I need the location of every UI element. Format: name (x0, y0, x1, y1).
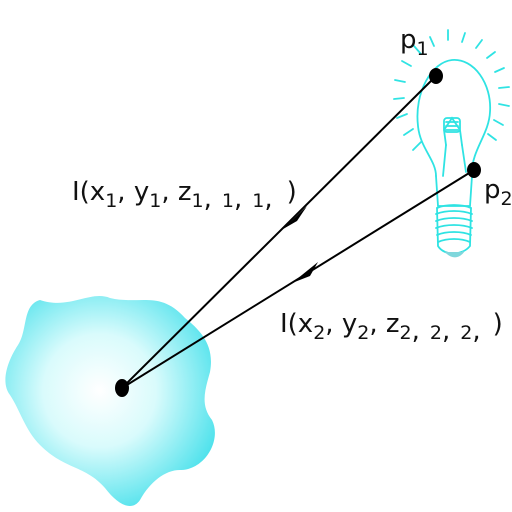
label-p2: p2 (484, 175, 512, 210)
label-ray-1-intensity: I(x1, y1, z1,1,1,) (72, 177, 297, 214)
light-bulb-icon (393, 29, 510, 258)
ray-1 (121, 75, 437, 389)
label-p1: p1 (400, 25, 429, 60)
label-ray-2-intensity: I(x2, y2, z2,2,2,) (280, 309, 503, 346)
ray-2-arrowhead (292, 262, 318, 283)
surface-point (115, 379, 129, 397)
ray-2 (121, 169, 475, 389)
point-p2 (467, 162, 481, 178)
point-p1 (429, 68, 443, 84)
